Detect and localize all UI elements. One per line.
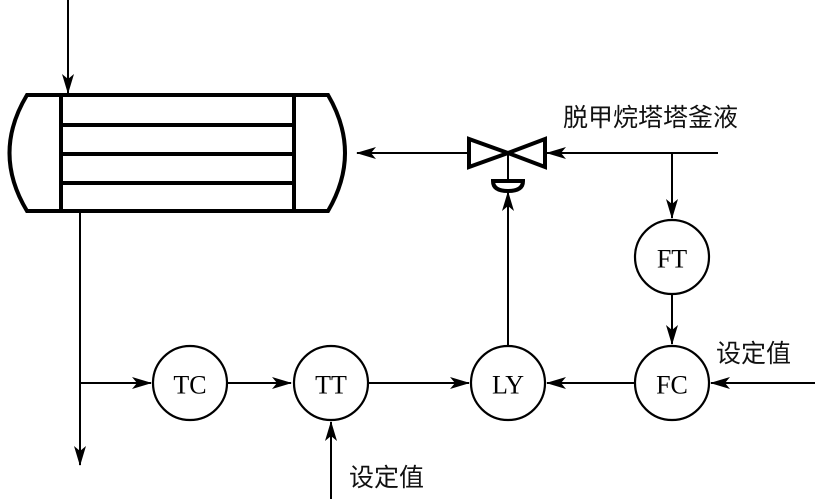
instrument-bubble <box>292 344 370 422</box>
exchanger-shell <box>7 93 347 213</box>
fc-setpoint-label: 设定值 <box>716 339 791 368</box>
instrument-label: TC <box>173 371 206 400</box>
valve-actuator <box>490 179 526 194</box>
instrument-bubble <box>469 344 547 422</box>
heat-exchanger <box>7 93 347 213</box>
tt-setpoint-label: 设定值 <box>349 463 424 492</box>
valve-right-triangle <box>502 136 547 170</box>
instrument-tt[interactable]: TT <box>292 344 370 422</box>
instrument-label: LY <box>492 371 524 400</box>
instrument-label: TT <box>315 371 347 400</box>
control-valve[interactable] <box>467 136 547 194</box>
instrument-bubble <box>633 218 711 296</box>
stream-label: 脱甲烷塔塔釜液 <box>563 103 738 132</box>
instrument-ly[interactable]: LY <box>469 344 547 422</box>
valve-left-triangle <box>467 136 514 170</box>
instrument-bubble <box>151 344 229 422</box>
instrument-bubble <box>633 344 711 422</box>
instrument-fc[interactable]: FC <box>633 344 711 422</box>
instrument-tc[interactable]: TC <box>151 344 229 422</box>
instrument-label: FC <box>656 371 688 400</box>
instrument-label: FT <box>657 245 687 274</box>
instrument-ft[interactable]: FT <box>633 218 711 296</box>
